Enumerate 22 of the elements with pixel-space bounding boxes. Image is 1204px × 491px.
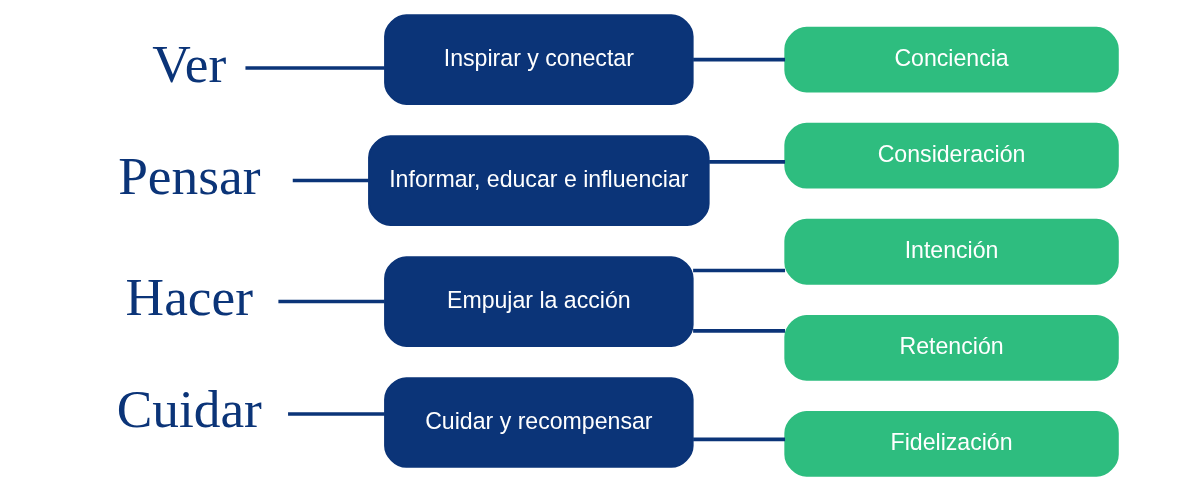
node-text: Cuidar [116, 378, 262, 439]
node-box: Consideración [784, 122, 1119, 189]
node-text: Hacer [125, 266, 253, 327]
connector [693, 329, 786, 333]
node-box: Conciencia [784, 26, 1119, 93]
node-text: Pensar [118, 145, 261, 206]
node-box: Cuidar y recompensar [384, 377, 694, 468]
connector [292, 178, 369, 183]
connector [693, 268, 786, 273]
connector [278, 299, 385, 304]
node-box: Fidelización [784, 410, 1119, 477]
node-box: Retención [784, 314, 1119, 381]
node-box: Empujar la acción [384, 256, 694, 347]
connector [709, 160, 786, 164]
node-box: Inspirar y conectar [384, 14, 694, 105]
node-box: Informar, educar e influenciar [368, 135, 710, 226]
node-text: Ver [152, 33, 227, 94]
connector [693, 437, 786, 442]
connector [288, 412, 385, 416]
connector [693, 57, 786, 62]
connector [245, 66, 385, 70]
node-box: Intención [784, 218, 1119, 285]
